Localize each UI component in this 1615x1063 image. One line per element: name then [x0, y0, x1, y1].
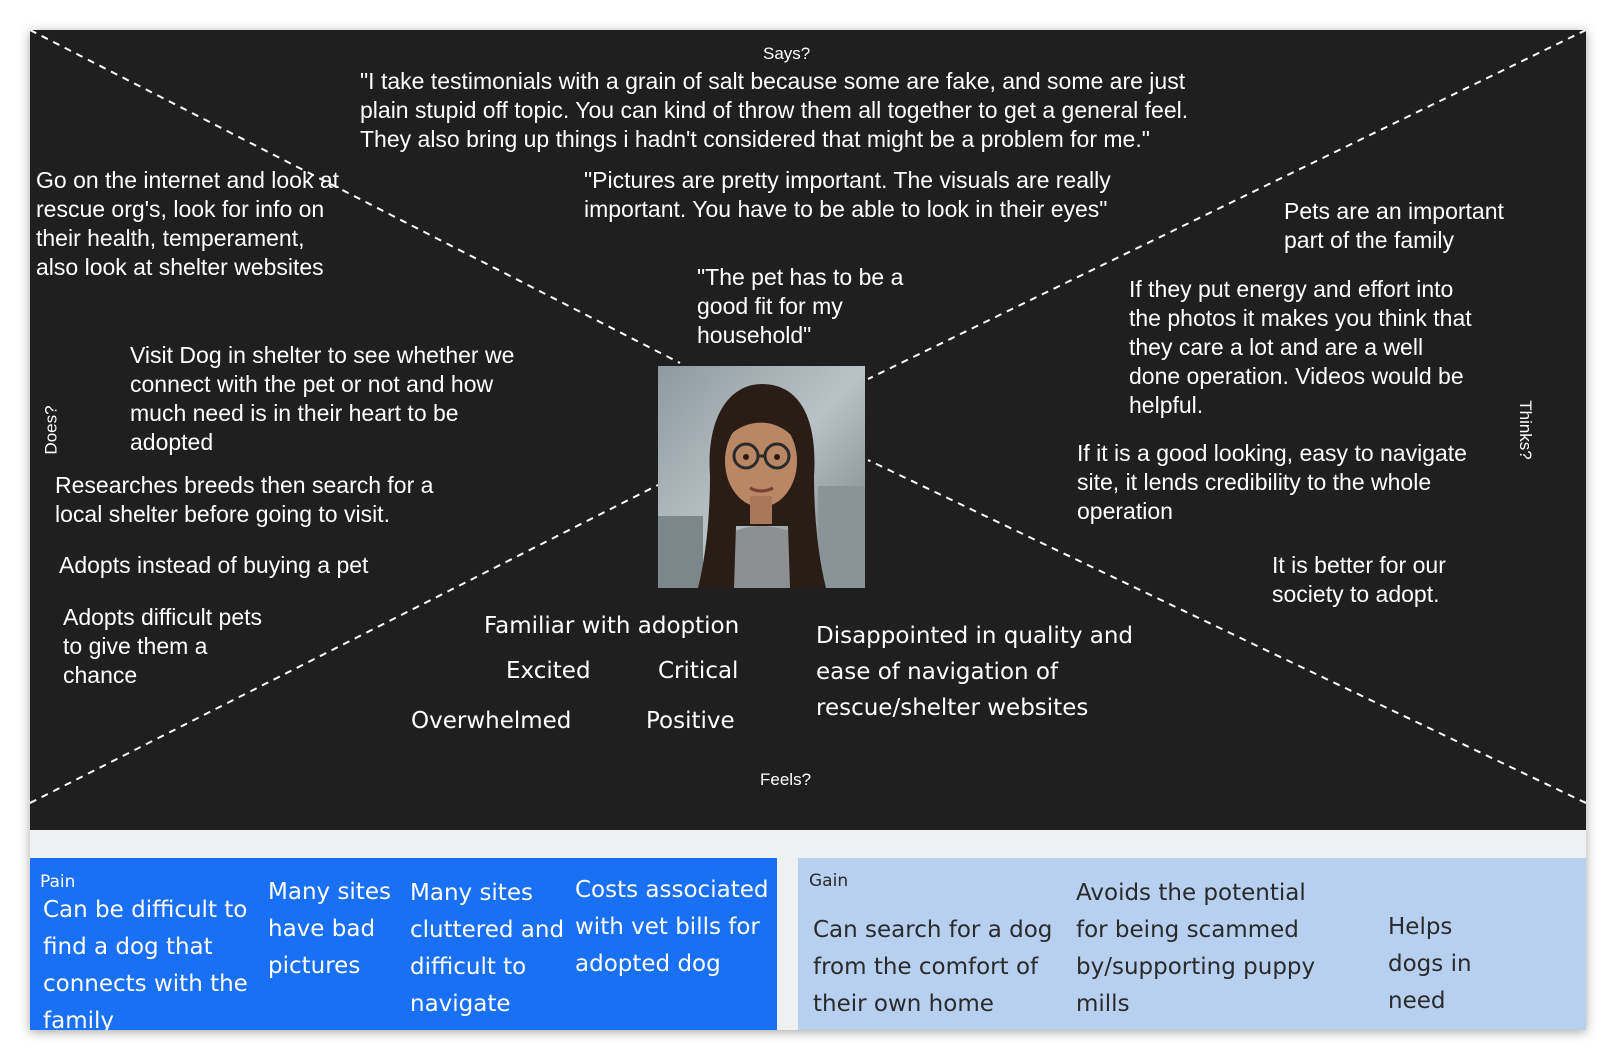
feels-note: Familiar with adoption: [484, 613, 740, 639]
pain-note: Many sites cluttered and difficult to na…: [410, 880, 565, 1017]
quadrant-divider-lines: [30, 30, 1586, 804]
does-note: Go on the internet and look at rescue or…: [36, 167, 340, 280]
empathy-map: Says? Feels? Does? Thinks? "I take testi…: [30, 30, 1586, 830]
pain-note: Can be difficult to find a dog that conn…: [43, 897, 248, 1030]
empathy-map-board: Says? Feels? Does? Thinks? "I take testi…: [30, 30, 1586, 1030]
feels-note: Excited: [506, 658, 591, 684]
pain-note: Costs associated with vet bills for adop…: [575, 877, 769, 977]
thinks-label: Thinks?: [1515, 400, 1535, 460]
feels-note: Overwhelmed: [411, 708, 572, 734]
gain-section: Gain Can search for a dog from the comfo…: [798, 858, 1586, 1030]
pain-section: Pain Can be difficult to find a dog that…: [30, 858, 777, 1030]
thinks-note: It is better for our society to adopt.: [1272, 552, 1446, 607]
thinks-note: Pets are an important part of the family: [1284, 198, 1504, 253]
says-note: "Pictures are pretty important. The visu…: [584, 167, 1111, 222]
gain-note: Helps dogs in need: [1388, 914, 1472, 1014]
thinks-note: If they put energy and effort into the p…: [1129, 276, 1472, 418]
feels-note: Positive: [646, 708, 735, 734]
pain-note: Many sites have bad pictures: [268, 879, 391, 979]
does-note: Researches breeds then search for a loca…: [55, 472, 434, 527]
says-label: Says?: [763, 44, 811, 63]
thinks-note: If it is a good looking, easy to navigat…: [1077, 440, 1467, 524]
says-note: "I take testimonials with a grain of sal…: [360, 68, 1189, 152]
feels-note: Critical: [658, 658, 739, 684]
does-note: Adopts difficult pets to give them a cha…: [63, 604, 263, 688]
feels-label: Feels?: [760, 770, 812, 789]
says-note: "The pet has to be a good fit for my hou…: [697, 264, 904, 348]
feels-note: Disappointed in quality and ease of navi…: [816, 623, 1134, 721]
pain-label: Pain: [40, 872, 76, 892]
gain-note: Can search for a dog from the comfort of…: [813, 917, 1053, 1017]
does-note: Adopts instead of buying a pet: [59, 552, 369, 578]
does-label: Does?: [41, 405, 61, 455]
gain-note: Avoids the potential for being scammed b…: [1076, 880, 1316, 1017]
does-note: Visit Dog in shelter to see whether we c…: [130, 342, 515, 455]
woman-with-glasses-icon: [658, 366, 865, 588]
persona-photo: [658, 366, 865, 588]
gain-label: Gain: [809, 871, 849, 891]
